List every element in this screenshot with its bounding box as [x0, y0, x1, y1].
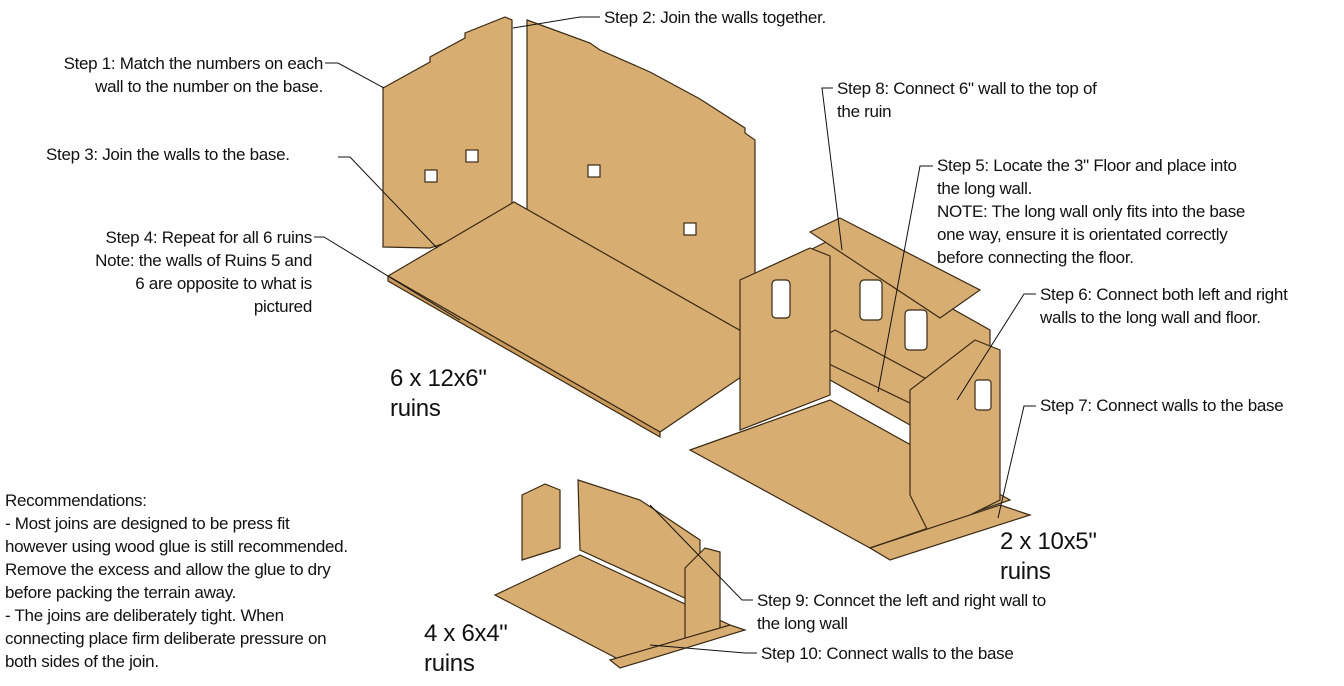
- small-base-strip: [608, 624, 747, 669]
- step5-label: Step 5: Locate the 3" Floor and place in…: [937, 154, 1245, 269]
- step4-line: Step 4: Repeat for all 6 ruins: [105, 228, 313, 247]
- recommendations-heading: Recommendations:: [5, 491, 147, 510]
- step8-label: Step 8: Connect 6" wall to the top of th…: [837, 77, 1097, 123]
- step6-label: Step 6: Connect both left and right wall…: [1040, 283, 1288, 329]
- recommendation-line: connecting place firm deliberate pressur…: [5, 629, 327, 648]
- step4-label: Step 4: Repeat for all 6 ruins Note: the…: [95, 226, 312, 318]
- step5-line: NOTE: The long wall only fits into the b…: [937, 202, 1246, 221]
- medium-base-strip: [868, 504, 1032, 561]
- recommendations: Recommendations: - Most joins are design…: [5, 489, 348, 673]
- recommendation-line: - The joins are deliberately tight. When: [5, 606, 284, 625]
- leader-lines: [314, 16, 1036, 654]
- step3-label: Step 3: Join the walls to the base.: [46, 145, 290, 164]
- step6-line: walls to the long wall and floor.: [1040, 308, 1261, 327]
- step10-label: Step 10: Connect walls to the base: [761, 644, 1014, 663]
- step1-label: Step 1: Match the numbers on each wall t…: [63, 52, 324, 98]
- step4-line: Note: the walls of Ruins 5 and: [95, 251, 312, 270]
- small-right-wall: [684, 547, 721, 641]
- medium-ruin-word: ruins: [1000, 558, 1051, 585]
- step2-label: Step 2: Join the walls together.: [604, 8, 826, 27]
- step9-line: Step 9: Conncet the left and right wall …: [757, 591, 1046, 610]
- large-ruin-word: ruins: [390, 395, 441, 422]
- medium-ruin-size: 2 x 10x5": [1000, 528, 1097, 555]
- step7-label: Step 7: Connect walls to the base: [1040, 396, 1284, 415]
- step4-line: pictured: [253, 297, 312, 316]
- step1-line: Step 1: Match the numbers on each: [63, 54, 324, 73]
- large-base-edge: [387, 274, 661, 439]
- medium-ruin-label: 2 x 10x5" ruins: [1000, 527, 1097, 587]
- step5-line: before connecting the floor.: [937, 248, 1134, 267]
- step5-line: Step 5: Locate the 3" Floor and place in…: [937, 156, 1237, 175]
- step4-line: 6 are opposite to what is: [135, 274, 312, 293]
- step1-line: wall to the number on the base.: [95, 77, 323, 96]
- recommendation-line: both sides of the join.: [5, 652, 159, 671]
- small-ruin-parts: [493, 479, 747, 669]
- large-ruin-size: 6 x 12x6": [390, 365, 487, 392]
- large-ruin-parts: [382, 16, 780, 439]
- medium-left-wall: [739, 247, 831, 431]
- recommendation-line: Remove the excess and allow the glue to …: [5, 560, 331, 579]
- step6-line: Step 6: Connect both left and right: [1040, 285, 1288, 304]
- recommendation-line: before packing the terrain away.: [5, 583, 237, 602]
- recommendation-line: - Most joins are designed to be press fi…: [5, 514, 290, 533]
- small-ruin-size: 4 x 6x4": [424, 620, 508, 647]
- step5-line: the long wall.: [937, 179, 1033, 198]
- recommendation-line: however using wood glue is still recomme…: [5, 537, 348, 556]
- step9-label: Step 9: Conncet the left and right wall …: [757, 589, 1046, 635]
- large-left-wall: [382, 16, 513, 249]
- step9-line: the long wall: [757, 614, 848, 633]
- small-left-wall: [521, 483, 561, 561]
- step8-line: Step 8: Connect 6" wall to the top of: [837, 79, 1097, 98]
- small-ruin-word: ruins: [424, 650, 475, 677]
- step8-line: the ruin: [837, 102, 892, 121]
- step5-line: one way, ensure it is orientated correct…: [937, 225, 1228, 244]
- medium-ruin-parts: [688, 217, 1032, 561]
- large-ruin-label: 6 x 12x6" ruins: [390, 364, 487, 424]
- small-ruin-label: 4 x 6x4" ruins: [424, 619, 508, 679]
